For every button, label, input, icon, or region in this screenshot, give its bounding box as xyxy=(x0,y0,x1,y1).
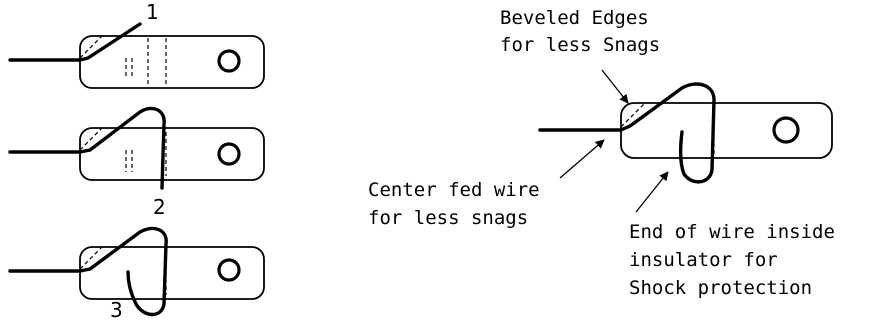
wire-detail xyxy=(538,82,716,184)
mounting-hole xyxy=(217,49,241,73)
mounting-hole xyxy=(217,142,241,166)
annotation-line: for less snags xyxy=(368,207,528,229)
step-1-number: 1 xyxy=(146,0,159,24)
wire-step-3 xyxy=(8,226,168,317)
step-2-insulator: 2 xyxy=(8,106,265,219)
step-2-number: 2 xyxy=(153,195,166,219)
step-1-insulator: 1 xyxy=(8,0,265,89)
leader-arrow xyxy=(601,69,629,104)
annotation-center-fed: Center fed wire for less snags xyxy=(368,139,605,229)
annotation-line: for less Snags xyxy=(500,34,660,56)
wire-step-2 xyxy=(8,106,166,190)
leader-arrow xyxy=(635,171,669,213)
detail-insulator xyxy=(538,82,833,184)
annotation-line: Center fed wire xyxy=(368,179,540,201)
annotation-beveled-edges: Beveled Edges for less Snags xyxy=(500,7,660,104)
insulator-body xyxy=(79,246,265,300)
annotation-end-of-wire: End of wire inside insulator for Shock p… xyxy=(629,171,835,299)
leader-arrow xyxy=(559,139,605,179)
mounting-hole xyxy=(217,258,241,282)
step-3-number: 3 xyxy=(110,298,123,321)
annotation-line: insulator for xyxy=(629,249,778,271)
mounting-hole xyxy=(772,116,800,144)
wire-step-1 xyxy=(8,22,142,62)
annotation-line: Beveled Edges xyxy=(500,7,649,29)
annotation-line: Shock protection xyxy=(629,277,812,299)
annotation-line: End of wire inside xyxy=(629,221,835,243)
step-3-insulator: 3 xyxy=(8,226,265,321)
